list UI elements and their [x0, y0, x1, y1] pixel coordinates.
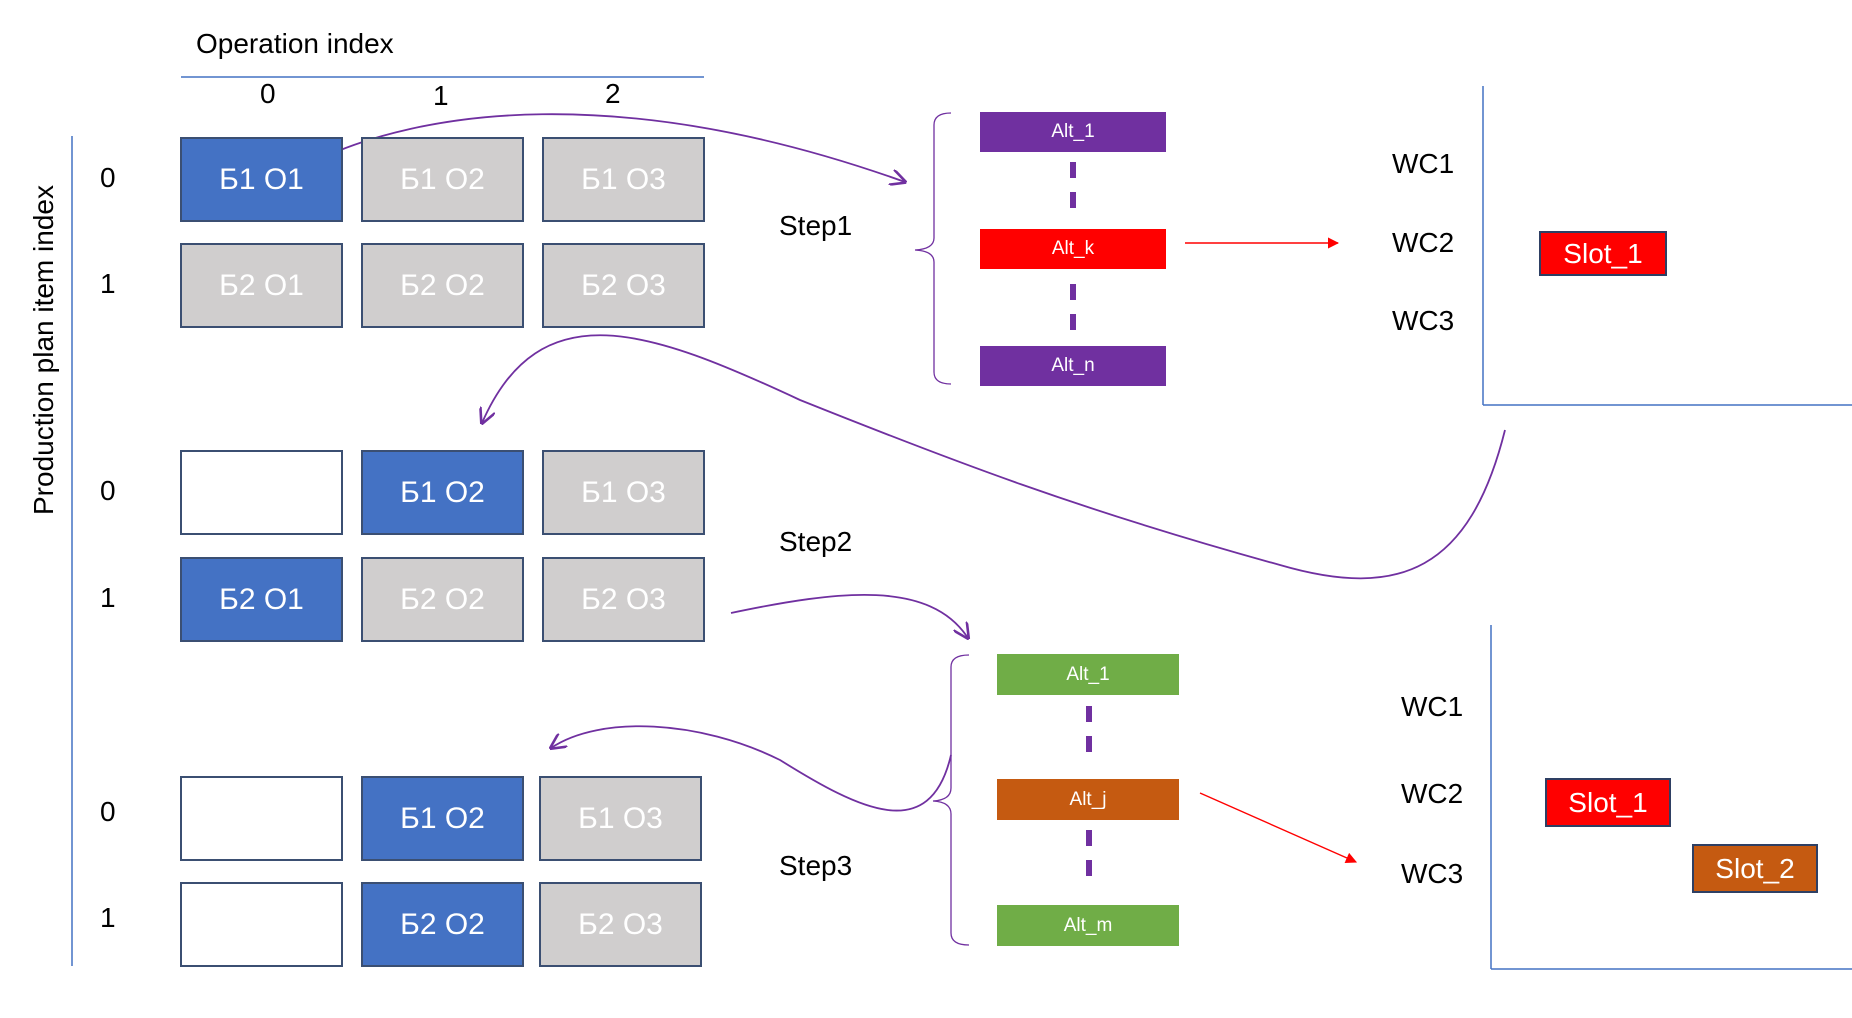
wc1-label-panel1: WC1	[1392, 148, 1455, 179]
grid2-cell-1-1: Б2 O2	[361, 557, 524, 642]
row-label-g3-0: 0	[100, 796, 116, 827]
col-label-2: 2	[605, 78, 621, 109]
wc3-label-panel2: WC3	[1401, 858, 1464, 889]
arrow-step3-to-grid3	[551, 725, 952, 812]
grid1-cell-1-0: Б2 O1	[180, 243, 343, 328]
step3-label: Step3	[779, 850, 853, 881]
grid1-cell-0-0: Б1 O1	[180, 137, 343, 222]
grid3-cell-0-2: Б1 O3	[539, 776, 702, 861]
alt-step3-j: Alt_j	[997, 779, 1179, 820]
grid1-cell-0-2: Б1 O3	[542, 137, 705, 222]
row-label-g1-0: 0	[100, 162, 116, 193]
wc2-label-panel1: WC2	[1392, 227, 1455, 258]
grid2-cell-1-2: Б2 O3	[542, 557, 705, 642]
alt-step1-n: Alt_n	[980, 346, 1166, 386]
slot1-panel1: Slot_1	[1539, 231, 1667, 276]
grid3-cell-1-1: Б2 O2	[361, 882, 524, 967]
arrow-wc1-to-grid2	[482, 334, 1506, 580]
operation-index-label: Operation index	[196, 28, 394, 59]
grid2-cell-0-1: Б1 O2	[361, 450, 524, 535]
step2-label: Step2	[779, 526, 853, 557]
col-label-1: 1	[433, 80, 449, 111]
grid3-cell-1-2: Б2 O3	[539, 882, 702, 967]
wc2-label-panel2: WC2	[1401, 778, 1464, 809]
grid1-cell-1-1: Б2 O2	[361, 243, 524, 328]
slot2-panel2: Slot_2	[1692, 844, 1818, 893]
grid1-cell-0-1: Б1 O2	[361, 137, 524, 222]
wc3-label-panel1: WC3	[1392, 305, 1455, 336]
alt-step3-m: Alt_m	[997, 905, 1179, 946]
arrow-grid2-to-step3	[730, 593, 968, 638]
slot1-panel2: Slot_1	[1545, 778, 1671, 827]
alt-step3-1: Alt_1	[997, 654, 1179, 695]
col-label-0: 0	[260, 78, 276, 109]
grid3-cell-0-0	[180, 776, 343, 861]
grid2-cell-0-2: Б1 O3	[542, 450, 705, 535]
brace-step1	[914, 112, 952, 385]
row-label-g2-1: 1	[100, 582, 116, 613]
alt-step1-1: Alt_1	[980, 112, 1166, 152]
item-index-label: Production plan item index	[28, 185, 59, 515]
row-label-g2-0: 0	[100, 475, 116, 506]
row-label-g1-1: 1	[100, 268, 116, 299]
row-label-g3-1: 1	[100, 902, 116, 933]
grid2-cell-0-0	[180, 450, 343, 535]
grid3-cell-1-0	[180, 882, 343, 967]
grid3-cell-0-1: Б1 O2	[361, 776, 524, 861]
grid1-cell-1-2: Б2 O3	[542, 243, 705, 328]
brace-step3	[932, 654, 970, 946]
grid2-cell-1-0: Б2 O1	[180, 557, 343, 642]
arrow-altj-to-wc	[1199, 792, 1358, 864]
wc1-label-panel2: WC1	[1401, 691, 1464, 722]
step1-label: Step1	[779, 210, 853, 241]
alt-step1-k: Alt_k	[980, 229, 1166, 269]
